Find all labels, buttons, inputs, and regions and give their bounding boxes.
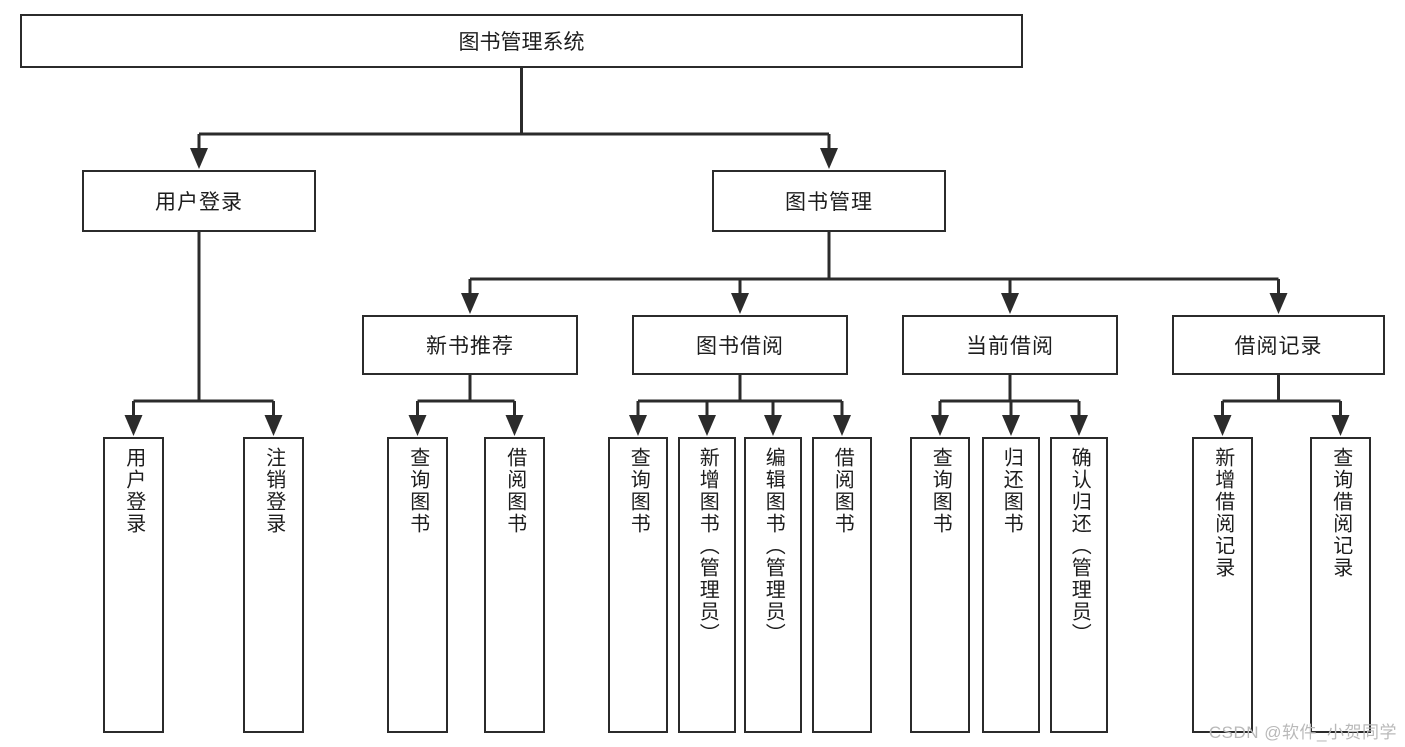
node-label: 查询图书: [627, 447, 650, 535]
node-label: 用户登录: [155, 191, 243, 214]
node-l-edit[interactable]: 编辑图书（管理员）: [744, 437, 802, 733]
node-label: 新书推荐: [426, 335, 514, 358]
node-l-addrec[interactable]: 新增借阅记录: [1192, 437, 1253, 733]
node-label: 编辑图书（管理员）: [762, 447, 785, 645]
arrowhead-icon: [1070, 415, 1088, 436]
node-l-qrec[interactable]: 查询借阅记录: [1310, 437, 1371, 733]
arrowhead-icon: [833, 415, 851, 436]
node-root[interactable]: 图书管理系统: [20, 14, 1023, 68]
arrowhead-icon: [408, 415, 427, 436]
watermark-label: CSDN @软件_小贺同学: [1208, 723, 1397, 742]
node-label: 查询借阅记录: [1329, 447, 1352, 579]
node-l-userlogin[interactable]: 用户登录: [103, 437, 164, 733]
node-label: 查询图书: [929, 447, 952, 535]
node-label: 图书管理: [785, 191, 873, 214]
arrowhead-icon: [1269, 293, 1288, 314]
node-borrow[interactable]: 图书借阅: [632, 315, 848, 375]
node-newbook[interactable]: 新书推荐: [362, 315, 578, 375]
arrowhead-icon: [264, 415, 283, 436]
arrowhead-icon: [1002, 415, 1020, 436]
node-label: 借阅图书: [831, 447, 854, 535]
node-l-q2[interactable]: 查询图书: [608, 437, 668, 733]
arrowhead-icon: [931, 415, 949, 436]
node-bookmgr[interactable]: 图书管理: [712, 170, 946, 232]
arrowhead-icon: [1331, 415, 1350, 436]
node-label: 新增图书（管理员）: [696, 447, 719, 645]
node-l-confirm[interactable]: 确认归还（管理员）: [1050, 437, 1108, 733]
arrowhead-icon: [461, 293, 479, 314]
arrowhead-icon: [190, 148, 208, 169]
arrowhead-icon: [124, 415, 143, 436]
arrowhead-icon: [629, 415, 647, 436]
arrowhead-icon: [1213, 415, 1232, 436]
node-l-q3[interactable]: 查询图书: [910, 437, 970, 733]
arrowhead-icon: [698, 415, 716, 436]
node-label: 确认归还（管理员）: [1068, 447, 1091, 645]
node-l-q1[interactable]: 查询图书: [387, 437, 448, 733]
node-label: 图书管理系统: [458, 31, 585, 54]
node-l-b1[interactable]: 借阅图书: [484, 437, 545, 733]
node-label: 注销登录: [262, 447, 285, 535]
node-label: 归还图书: [1000, 447, 1023, 535]
arrowhead-icon: [820, 148, 838, 169]
node-login[interactable]: 用户登录: [82, 170, 316, 232]
node-label: 用户登录: [122, 447, 145, 535]
node-label: 借阅记录: [1234, 335, 1323, 358]
node-l-logout[interactable]: 注销登录: [243, 437, 304, 733]
arrowhead-icon: [505, 415, 524, 436]
node-records[interactable]: 借阅记录: [1172, 315, 1385, 375]
arrowhead-icon: [731, 293, 749, 314]
node-label: 新增借阅记录: [1211, 447, 1234, 579]
node-label: 当前借阅: [966, 335, 1054, 358]
arrowhead-icon: [1001, 293, 1019, 314]
node-label: 借阅图书: [503, 447, 526, 535]
node-l-b2[interactable]: 借阅图书: [812, 437, 872, 733]
node-label: 查询图书: [406, 447, 429, 535]
node-label: 图书借阅: [696, 335, 784, 358]
arrowhead-icon: [764, 415, 782, 436]
node-current[interactable]: 当前借阅: [902, 315, 1118, 375]
node-l-return[interactable]: 归还图书: [982, 437, 1040, 733]
node-l-add[interactable]: 新增图书（管理员）: [678, 437, 736, 733]
